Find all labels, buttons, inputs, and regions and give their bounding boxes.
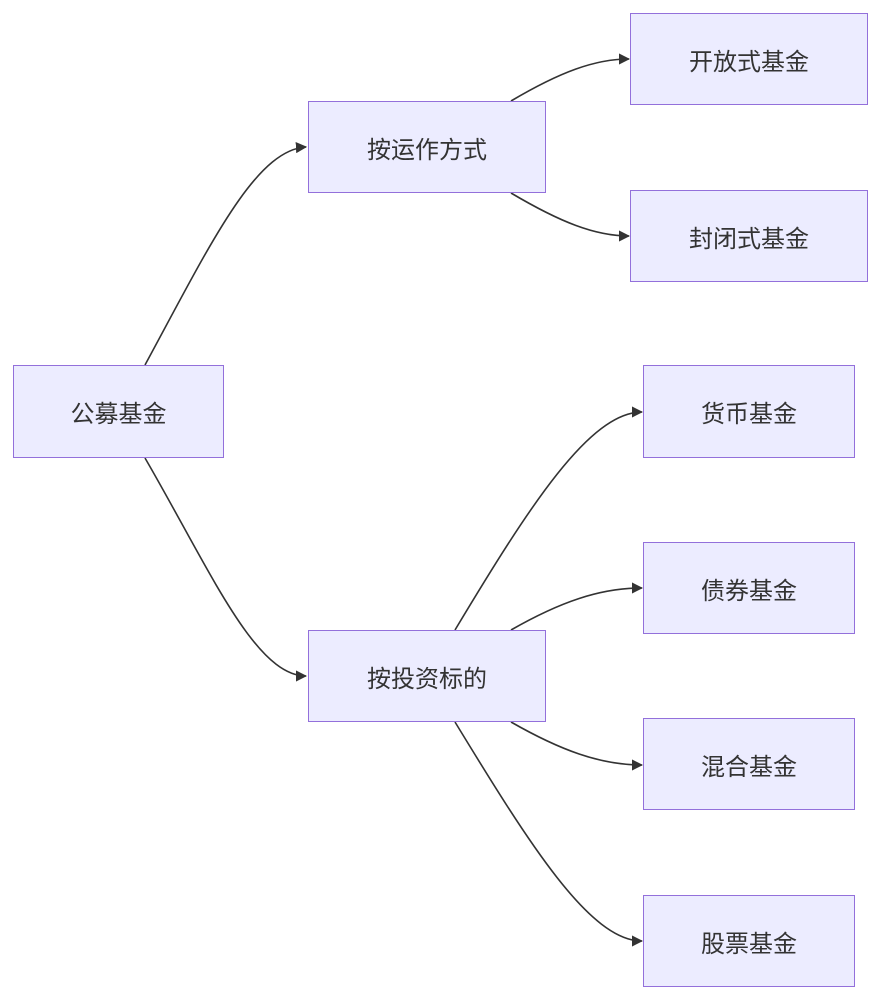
edge-by-target-to-hybrid	[510, 721, 644, 771]
edge-by-target-to-bond	[510, 582, 644, 631]
node-closed-end-fund: 封闭式基金	[630, 190, 868, 282]
edge-by-target-to-money-market	[454, 406, 644, 631]
edge-by-operation-to-closed-end	[510, 192, 631, 242]
edge-root-to-by-operation	[144, 142, 308, 366]
node-by-operation-mode: 按运作方式	[308, 101, 546, 193]
edge-by-operation-to-open-end	[510, 53, 631, 102]
node-stock-fund: 股票基金	[643, 895, 855, 987]
node-bond-fund: 债券基金	[643, 542, 855, 634]
node-hybrid-fund: 混合基金	[643, 718, 855, 810]
edge-root-to-by-target	[144, 457, 308, 682]
node-open-end-fund: 开放式基金	[630, 13, 868, 105]
node-by-investment-target: 按投资标的	[308, 630, 546, 722]
edge-by-target-to-stock	[454, 721, 644, 947]
node-public-fund: 公募基金	[13, 365, 224, 458]
node-money-market-fund: 货币基金	[643, 365, 855, 458]
